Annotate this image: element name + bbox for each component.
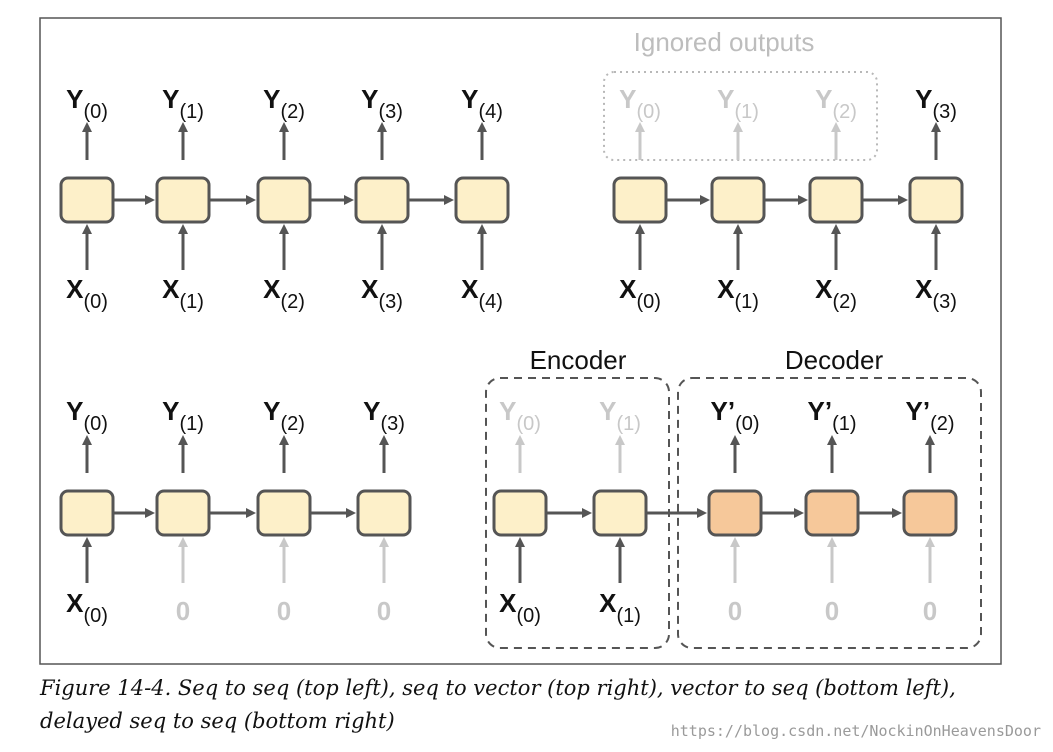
- br-decoder-output-label: Y’(1): [807, 396, 856, 435]
- rnn-arrows: [82, 122, 941, 583]
- tl-cell: [59, 176, 115, 224]
- ignored-outputs-title: Ignored outputs: [634, 27, 815, 57]
- tl-input-label: X(2): [263, 274, 305, 313]
- tl-cell: [454, 176, 510, 224]
- tr-cell: [808, 176, 864, 224]
- tl-output-label: Y(4): [461, 84, 503, 123]
- bl-output-label: Y(1): [162, 396, 204, 435]
- br-encoder-input-label: X(1): [599, 588, 641, 627]
- br-decoder-output-label: Y’(0): [710, 396, 759, 435]
- br-decoder-cell: [804, 489, 860, 537]
- tl-input-label: X(4): [461, 274, 503, 313]
- tr-cell: [612, 176, 668, 224]
- tr-input-label: X(0): [619, 274, 661, 313]
- tr-output-label: Y(3): [915, 84, 957, 123]
- bl-output-label: Y(2): [263, 396, 305, 435]
- tr-cell: [710, 176, 766, 224]
- tl-cell: [256, 176, 312, 224]
- tl-output-label: Y(3): [361, 84, 403, 123]
- tl-output-label: Y(1): [162, 84, 204, 123]
- bl-zero-input-label: 0: [377, 596, 391, 626]
- bl-cell: [356, 489, 412, 537]
- tr-ignored-output-label: Y(1): [717, 84, 759, 123]
- rnn-labels: Y(0) X(0) Y(1) X(1) Y(2) X(2) Y(3) X(3) Y(4) X(4)…: [66, 84, 957, 627]
- br-decoder-output-label: Y’(2): [905, 396, 954, 435]
- tr-input-label: X(3): [915, 274, 957, 313]
- figure-frame: [39, 17, 1002, 665]
- tl-output-label: Y(2): [263, 84, 305, 123]
- bl-output-label: Y(3): [363, 396, 405, 435]
- tl-cell: [155, 176, 211, 224]
- br-encoder-cell: [492, 489, 548, 537]
- bl-cell: [59, 489, 115, 537]
- br-decoder-zero-label: 0: [728, 596, 742, 626]
- tr-cell: [908, 176, 964, 224]
- br-encoder-input-label: X(0): [499, 588, 541, 627]
- bl-zero-input-label: 0: [277, 596, 291, 626]
- tl-cell: [354, 176, 410, 224]
- tr-input-label: X(2): [815, 274, 857, 313]
- ignored-outputs-box: [603, 71, 878, 161]
- bl-cell: [155, 489, 211, 537]
- figure-caption-line-2: delayed seq to seq (bottom right): [40, 709, 395, 733]
- rnn-cells: [59, 176, 964, 537]
- tr-input-label: X(1): [717, 274, 759, 313]
- br-decoder-zero-label: 0: [923, 596, 937, 626]
- tl-input-label: X(3): [361, 274, 403, 313]
- tl-output-label: Y(0): [66, 84, 108, 123]
- bl-output-label: Y(0): [66, 396, 108, 435]
- br-decoder-cell: [902, 489, 958, 537]
- encoder-title: Encoder: [530, 345, 627, 375]
- br-encoder-cell: [592, 489, 648, 537]
- watermark-url: https://blog.csdn.net/NockinOnHeavensDoo…: [670, 722, 1041, 740]
- tr-ignored-output-label: Y(2): [815, 84, 857, 123]
- figure-caption-line-1: Figure 14-4. Seq to seq (top left), seq …: [40, 676, 956, 700]
- tr-ignored-output-label: Y(0): [619, 84, 661, 123]
- bl-zero-input-label: 0: [176, 596, 190, 626]
- bl-input-label: X(0): [66, 588, 108, 627]
- tl-input-label: X(0): [66, 274, 108, 313]
- br-encoder-output-label: Y(1): [599, 396, 641, 435]
- decoder-title: Decoder: [785, 345, 884, 375]
- tl-input-label: X(1): [162, 274, 204, 313]
- br-encoder-output-label: Y(0): [499, 396, 541, 435]
- bl-cell: [256, 489, 312, 537]
- br-decoder-cell: [707, 489, 763, 537]
- br-decoder-zero-label: 0: [825, 596, 839, 626]
